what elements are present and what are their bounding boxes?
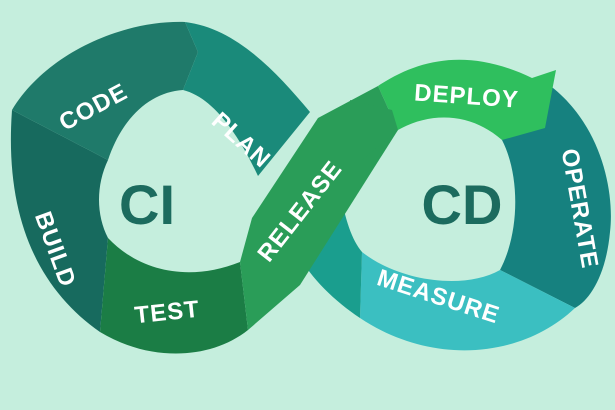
- measure-segment: [360, 252, 575, 351]
- deploy-segment: [378, 59, 556, 140]
- build-segment: [10, 110, 108, 332]
- plan-segment: [183, 22, 310, 176]
- release-segment: [240, 86, 398, 330]
- test-segment: [100, 238, 248, 354]
- ci-label: CI: [119, 173, 175, 236]
- code-segment: [12, 21, 198, 160]
- operate-segment: [500, 82, 611, 308]
- release-arrow-head: [350, 100, 398, 160]
- cd-label: CD: [422, 173, 503, 236]
